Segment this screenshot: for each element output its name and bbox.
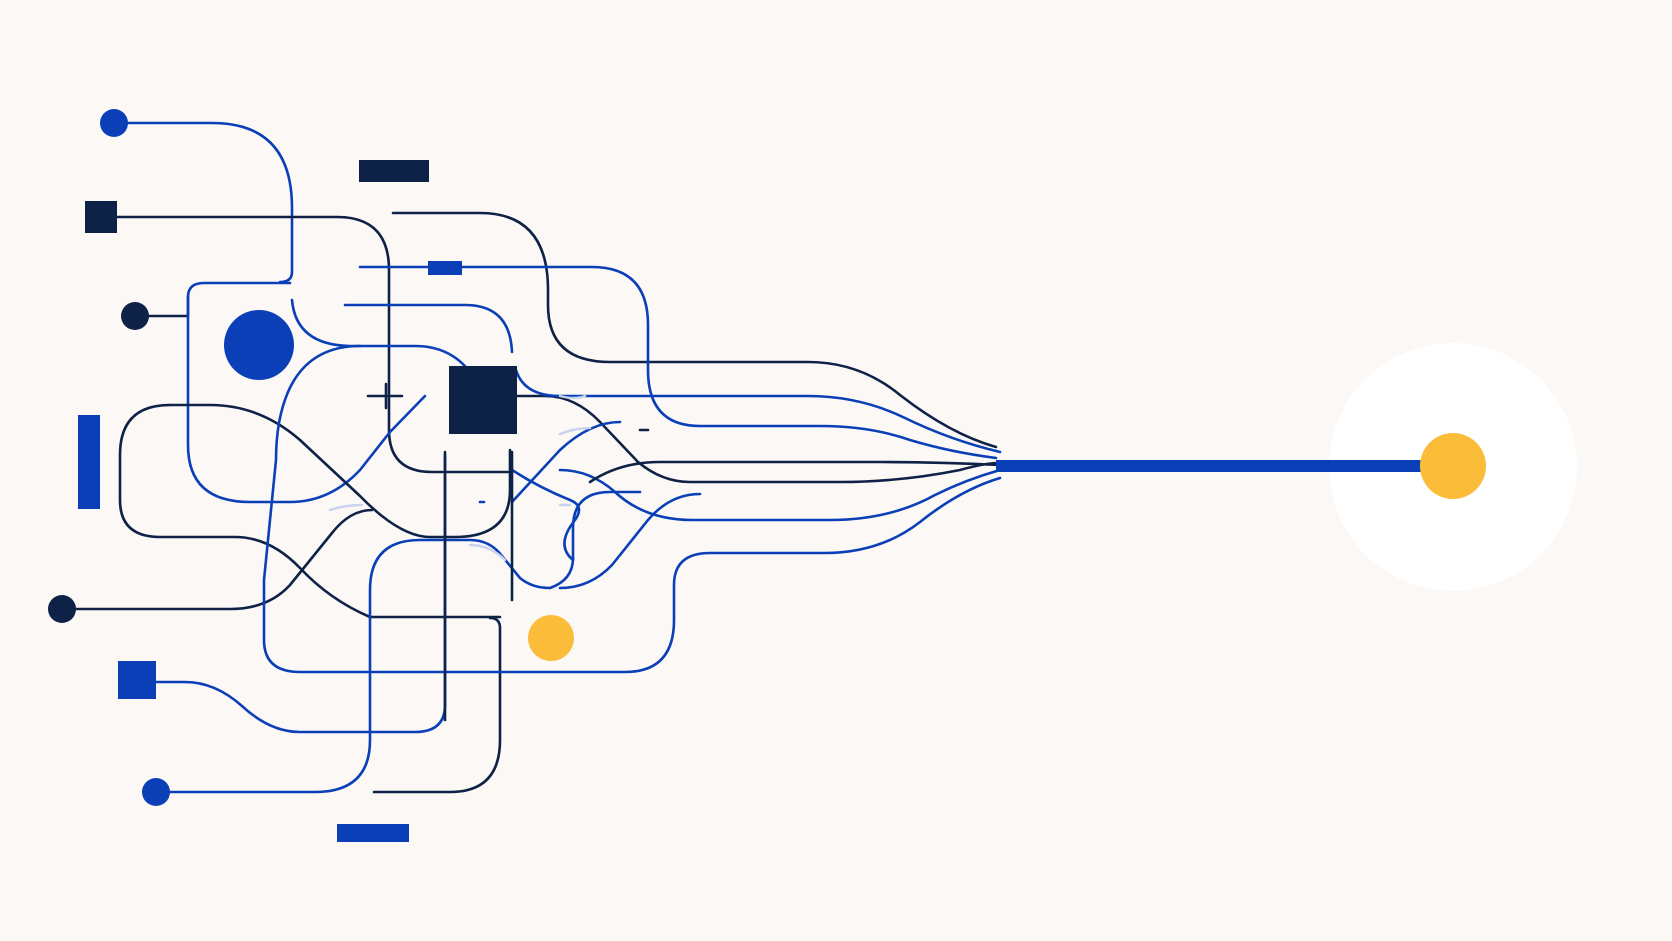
- tick-1: [366, 382, 404, 410]
- wire-k: [372, 616, 502, 794]
- floating-bar-blue-small: [428, 261, 462, 275]
- wire-j: [158, 538, 552, 794]
- floating-bar-navy-top: [359, 160, 429, 182]
- wire-a: [112, 121, 294, 284]
- wire-s: [558, 468, 1002, 522]
- wire-n: [391, 211, 998, 449]
- source-node-square-blue: [118, 661, 156, 699]
- output-node-dot-yellow: [1420, 433, 1486, 499]
- wire-x: [558, 492, 702, 590]
- tangled-wiring: [60, 121, 1002, 794]
- source-node-square-navy: [85, 201, 117, 233]
- wire-b: [98, 215, 512, 474]
- source-node-dot-blue-bottom: [142, 778, 170, 806]
- source-node-bar-blue-vertical: [78, 415, 100, 509]
- wire-p: [343, 303, 514, 354]
- hub-node-dot-yellow: [528, 615, 574, 661]
- wire-h: [60, 508, 374, 611]
- hub-node-square-navy: [449, 366, 517, 434]
- wire-o: [358, 265, 998, 460]
- wire-i: [146, 453, 447, 734]
- wire-e: [186, 295, 427, 504]
- wire-m: [262, 344, 1002, 674]
- source-node-dot-navy-lower: [48, 595, 76, 623]
- wire-w: [571, 490, 642, 562]
- hub-node-dot-blue: [224, 310, 294, 380]
- source-node-dot-blue-top: [100, 109, 128, 137]
- wire-t: [588, 460, 1002, 484]
- wire-f: [168, 403, 512, 539]
- faded-wiring: [328, 394, 592, 562]
- wire-r: [514, 368, 1002, 454]
- wire-g: [118, 403, 502, 619]
- floating-bar-blue-bottom: [337, 824, 409, 842]
- wire-q: [514, 394, 1000, 484]
- source-node-dot-navy: [121, 302, 149, 330]
- wire-v: [510, 468, 581, 590]
- wire-u: [510, 420, 622, 504]
